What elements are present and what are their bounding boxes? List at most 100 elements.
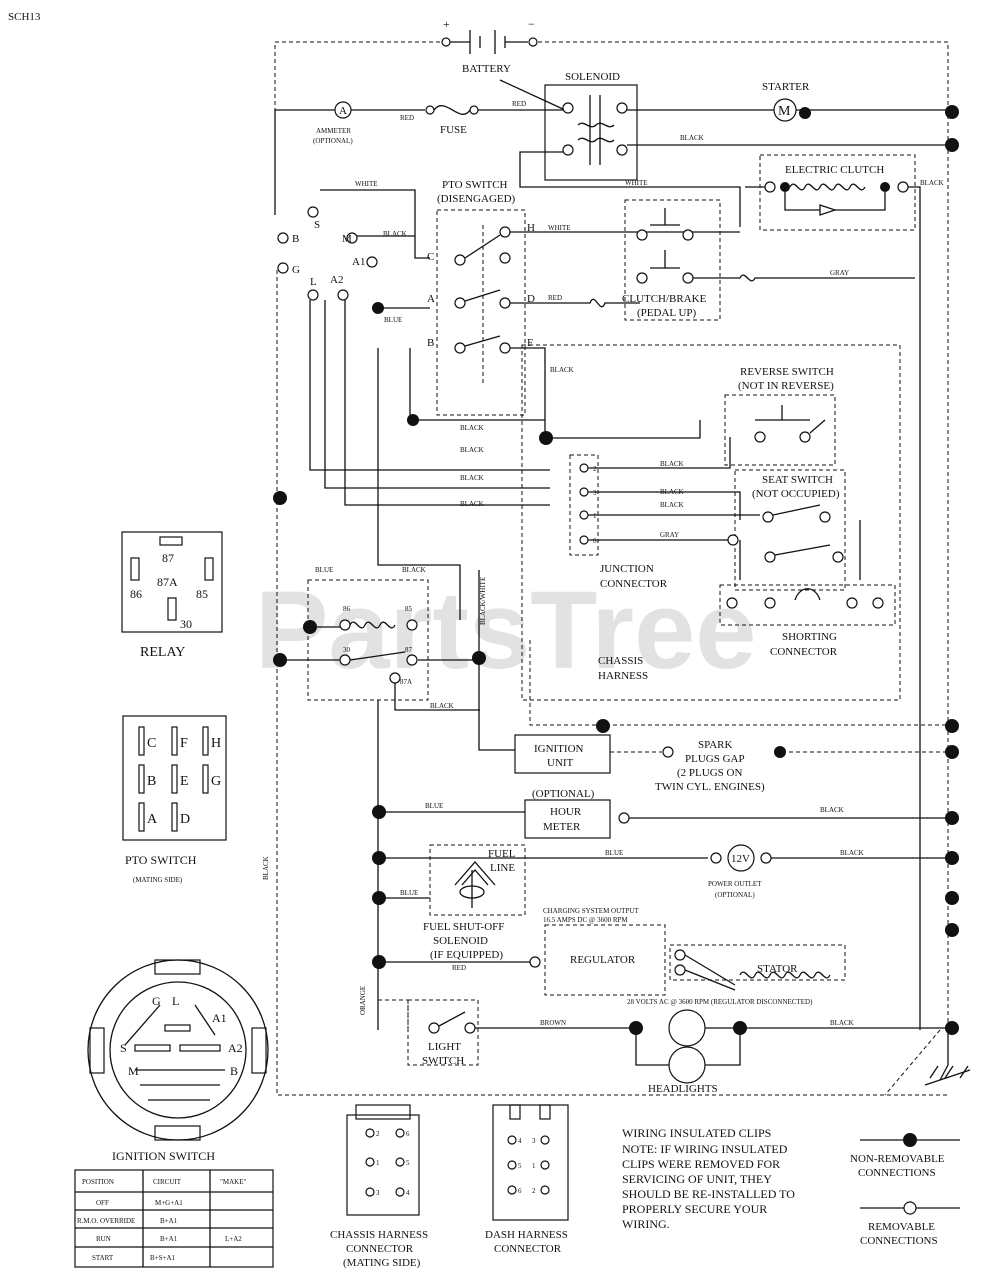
non-removable-connection xyxy=(799,107,811,119)
wire-label: BLUE xyxy=(605,849,623,857)
wire-label: RED xyxy=(512,100,526,108)
ignition-terminal-label: S xyxy=(314,219,320,231)
ignition-table-cell: R.M.O. OVERRIDE xyxy=(77,1217,135,1225)
relay-pin-label: 85 xyxy=(405,605,413,613)
ignition-table-cell: B+S+A1 xyxy=(150,1254,176,1262)
wire-label: BLACK xyxy=(402,566,426,574)
solenoid: SOLENOID xyxy=(544,71,638,181)
shorting-connector: SHORTING CONNECTOR xyxy=(719,584,896,658)
reverse-switch-label: REVERSE SWITCH xyxy=(740,366,834,378)
light-switch: LIGHT SWITCH xyxy=(407,999,479,1067)
notes-line: SHOULD BE RE-INSTALLED TO xyxy=(622,1187,795,1201)
notes-line: SERVICING OF UNIT, THEY xyxy=(622,1172,772,1186)
frame-ground-loop xyxy=(276,270,948,1096)
starter-symbol: M xyxy=(778,104,791,119)
wire-label: BLACK xyxy=(660,460,684,468)
fuel-shutoff-label-3: (IF EQUIPPED) xyxy=(430,949,503,961)
legend-non-removable: NON-REMOVABLE xyxy=(850,1153,945,1165)
ignition-terminal-label: L xyxy=(310,276,317,288)
solenoid-label: SOLENOID xyxy=(565,71,620,83)
wire-label: BLACK xyxy=(550,366,574,374)
pto-switch: PTO SWITCH (DISENGAGED) C A B H D F xyxy=(427,179,535,416)
spark-label-2: PLUGS GAP xyxy=(685,753,745,765)
junction-pin-label: 2 xyxy=(593,465,597,473)
ignition-face-label: S xyxy=(120,1041,127,1055)
chassis-pin-label: 1 xyxy=(376,1159,380,1167)
pto-terminal-label: A xyxy=(427,293,435,305)
pto-terminal-label: F xyxy=(527,337,533,349)
watermark: PartsTree xyxy=(255,569,756,692)
wire-label: BLACK xyxy=(460,446,484,454)
wire-label: BLUE xyxy=(400,889,418,897)
chassis-connector-title-2: CONNECTOR xyxy=(346,1243,414,1255)
wire-label: WHITE xyxy=(355,180,378,188)
harness-label: HARNESS xyxy=(598,670,648,682)
hour-meter: (OPTIONAL) HOUR METER xyxy=(524,788,630,839)
wire-label: BLACK xyxy=(383,230,407,238)
non-removable-connection xyxy=(273,491,287,505)
ignition-face-label: L xyxy=(172,994,179,1008)
chassis-harness-box xyxy=(521,344,901,701)
pto-mating-cell: F xyxy=(180,736,188,751)
pto-switch-label: PTO SWITCH xyxy=(442,179,508,191)
chassis-pin-label: 6 xyxy=(406,1130,410,1138)
relay-legend: 87 87A 86 85 30 RELAY xyxy=(121,531,223,660)
wire-label: RED xyxy=(452,964,466,972)
ammeter-label: AMMETER xyxy=(316,127,351,135)
dash-pin-label: 4 xyxy=(518,1137,522,1145)
ignition-table-cell: START xyxy=(92,1254,114,1262)
relay-legend-pin: 86 xyxy=(130,587,142,601)
stator-label: STATOR xyxy=(757,963,798,975)
notes-title: WIRING INSULATED CLIPS xyxy=(622,1126,771,1140)
wire-label: BLACK xyxy=(262,856,270,880)
ignition-table-cell: L+A2 xyxy=(225,1235,242,1243)
seat-switch-label: SEAT SWITCH xyxy=(762,474,833,486)
relay-legend-pin: 30 xyxy=(180,617,192,631)
pto-terminal-label: B xyxy=(427,337,434,349)
ground-symbol xyxy=(924,1030,971,1086)
junction-pin-label: 1 xyxy=(593,512,597,520)
ignition-switch-title: IGNITION SWITCH xyxy=(112,1149,215,1163)
ignition-table-cell: RUN xyxy=(96,1235,111,1243)
headlights: HEADLIGHTS xyxy=(648,1009,718,1095)
wire-label: BLUE xyxy=(425,802,443,810)
ignition-terminal-label: A1 xyxy=(352,256,365,268)
chassis-connector-title: CHASSIS HARNESS xyxy=(330,1229,428,1241)
notes-line: CLIPS WERE REMOVED FOR xyxy=(622,1157,780,1171)
wire-label: BLACK xyxy=(680,134,704,142)
notes-line: PROPERLY SECURE YOUR xyxy=(622,1202,767,1216)
relay-legend-pin: 87A xyxy=(157,575,178,589)
fuel-line-label: FUEL xyxy=(488,848,516,860)
relay-circuit: 86 85 30 87 87A xyxy=(307,579,429,701)
pto-mating-cell: C xyxy=(147,736,156,751)
non-removable-connection xyxy=(774,746,786,758)
wire-label: BLACK xyxy=(660,501,684,509)
hour-meter-label: HOUR xyxy=(550,806,582,818)
fuel-shutoff-solenoid: FUEL LINE FUEL SHUT-OFF SOLENOID (IF EQU… xyxy=(423,844,526,961)
clutch-brake-state: (PEDAL UP) xyxy=(637,307,697,319)
seat-switch-state: (NOT OCCUPIED) xyxy=(752,488,840,500)
non-removable-connection xyxy=(945,1021,959,1035)
pto-mating-title: PTO SWITCH xyxy=(125,853,197,867)
regulator-terminal xyxy=(529,956,541,968)
non-removable-connection xyxy=(596,719,610,733)
seat-switch: SEAT SWITCH (NOT OCCUPIED) xyxy=(727,469,846,591)
junction-pin-label: 6 xyxy=(593,537,597,545)
battery: + − BATTERY xyxy=(441,17,538,75)
non-removable-connection xyxy=(407,414,419,426)
relay-pin-label: 87A xyxy=(400,678,412,686)
ignition-table-header: POSITION xyxy=(82,1178,114,1186)
non-removable-connection xyxy=(945,811,959,825)
pto-mating-cell: D xyxy=(180,812,190,827)
ignition-table-cell: B+A1 xyxy=(160,1235,178,1243)
spark-label-4: TWIN CYL. ENGINES) xyxy=(655,781,765,793)
battery-terminal xyxy=(528,37,538,47)
ignition-unit: IGNITION UNIT xyxy=(514,734,611,774)
electric-clutch: ELECTRIC CLUTCH xyxy=(759,154,916,231)
charging-output-label-2: 16.5 AMPS DC @ 3600 RPM xyxy=(543,916,628,924)
wire-label: BLACK xyxy=(460,474,484,482)
chassis-pin-label: 2 xyxy=(376,1130,380,1138)
wire-label: GRAY xyxy=(830,269,849,277)
dash-connector-title: DASH HARNESS xyxy=(485,1229,568,1241)
